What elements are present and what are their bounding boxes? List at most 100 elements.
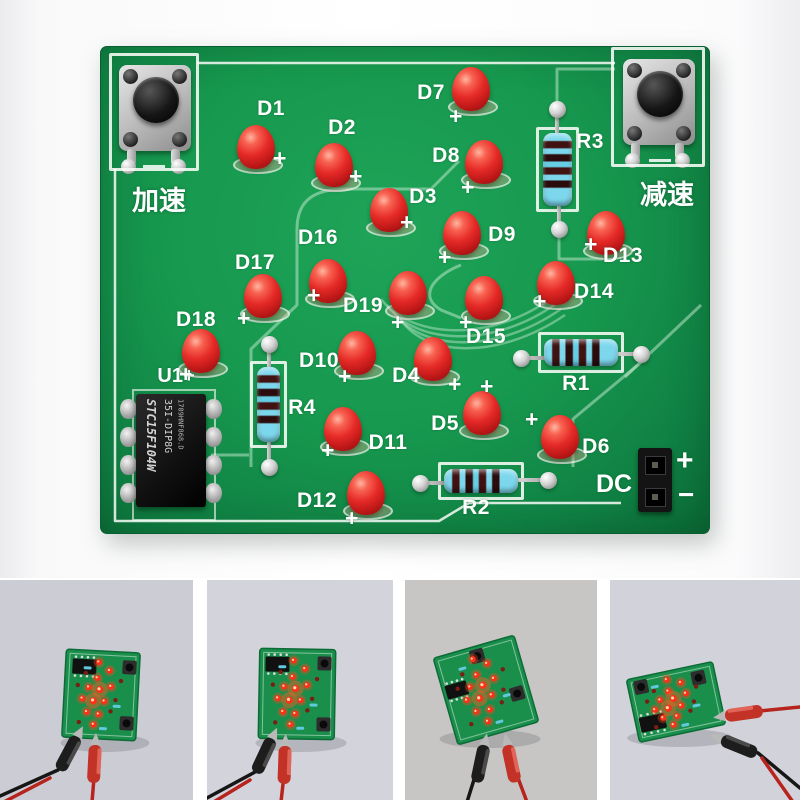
button-label-decelerate: 减速 <box>640 180 694 211</box>
mini-ic-pin <box>450 680 454 684</box>
mini-led-hotspot <box>291 658 295 661</box>
led-polarity-plus-D5: + <box>480 373 494 399</box>
mini-led-hotspot <box>474 709 477 713</box>
push-button-accelerate: 加速 <box>109 53 199 217</box>
mini-ic-pin <box>79 674 83 678</box>
clip-jaw <box>710 734 724 745</box>
mini-ic-pin <box>646 712 649 716</box>
clip-jaw <box>266 727 278 741</box>
mini-ic-pin <box>656 730 660 733</box>
mini-led-off <box>688 708 693 713</box>
mini-resistor <box>458 666 467 671</box>
resistor-lead <box>521 356 545 360</box>
mini-ic-pin <box>643 732 647 736</box>
dc-plus-mark: + <box>676 444 694 477</box>
mini-led-hotspot <box>281 709 284 713</box>
ic-pin <box>120 483 137 503</box>
clip-boot <box>55 735 81 772</box>
solder-ball <box>540 472 557 489</box>
resistor-label-R1: R1 <box>562 372 590 395</box>
led-polarity-plus-D7: + <box>449 103 463 129</box>
button-corner-pin-icon <box>627 126 642 141</box>
button-leg <box>675 143 684 159</box>
led-polarity-plus-D18: + <box>179 361 193 387</box>
clip-highlight <box>725 735 751 748</box>
ic-part-number: STC15F104W <box>144 399 158 472</box>
led-label-D6: D6 <box>582 435 610 458</box>
mini-resistor <box>278 665 287 669</box>
mini-silkscreen <box>261 651 333 737</box>
ic-pin <box>205 455 222 475</box>
mini-led-hotspot <box>102 699 105 702</box>
mini-led-off <box>499 700 504 705</box>
mini-led-hotspot <box>282 684 285 687</box>
mini-resistor <box>502 693 511 698</box>
mini-led-off <box>691 699 697 704</box>
pcb-trace <box>428 263 462 320</box>
mini-led-off <box>278 669 283 675</box>
mini-ic-pin <box>639 714 643 717</box>
clip-wire <box>756 751 800 790</box>
button-cap <box>133 77 179 123</box>
mini-led-hotspot <box>107 668 111 672</box>
mini-pcb <box>257 647 337 741</box>
led-polarity-plus-D17: + <box>237 305 251 331</box>
resistor-lead <box>267 441 271 469</box>
resistor-body-R1 <box>544 339 618 366</box>
mini-ic-pin <box>74 655 78 658</box>
mini-resistor <box>112 704 121 709</box>
mini-led-off <box>653 724 659 730</box>
button-corner-pin-icon <box>676 126 691 141</box>
thumbnail-photo-4 <box>610 580 800 800</box>
solder-ball <box>261 459 278 476</box>
mini-ic <box>638 712 667 733</box>
mini-led-hotspot <box>293 686 297 690</box>
mini-ic-pin <box>273 672 276 675</box>
mini-led-off <box>273 720 278 725</box>
mini-ic-pin <box>455 698 459 701</box>
product-photo: 加速 减速 U1+ <box>0 0 800 578</box>
led-D9 <box>443 211 481 255</box>
thumbnail-scene <box>433 635 541 800</box>
mini-led-hotspot <box>80 696 83 699</box>
led-D10 <box>338 331 376 375</box>
led-D6 <box>541 415 579 459</box>
mini-led-off <box>500 667 505 672</box>
resistor-label-R2: R2 <box>462 496 490 519</box>
led-polarity-plus-D3: + <box>400 209 414 235</box>
led-label-D18: D18 <box>175 308 217 331</box>
led-D1 <box>237 125 275 169</box>
led-D12 <box>347 471 385 515</box>
led-D11 <box>324 407 362 451</box>
mini-ic-pin <box>455 679 459 682</box>
resistor-lead <box>267 344 271 368</box>
led-polarity-plus-D4: + <box>448 371 462 397</box>
mini-led-hotspot <box>96 712 99 715</box>
button-corner-pin-icon <box>123 69 138 84</box>
solder-ball <box>513 350 530 367</box>
clip-highlight <box>481 748 490 775</box>
mini-led-hotspot <box>671 723 674 726</box>
mini-led-hotspot <box>298 698 302 701</box>
led-polarity-plus-D8: + <box>461 174 475 200</box>
mini-led-hotspot <box>91 722 94 725</box>
led-D8 <box>465 140 503 184</box>
resistor-lead <box>555 109 559 134</box>
mini-led-off <box>460 672 465 677</box>
mini-ic-pin <box>279 653 282 657</box>
mini-led-hotspot <box>480 683 484 687</box>
mini-resistor <box>495 719 504 724</box>
mini-resistor <box>692 703 701 708</box>
clip-highlight <box>510 747 520 773</box>
mini-led-hotspot <box>658 698 661 701</box>
clip-highlight <box>286 749 292 776</box>
mini-ic-pin <box>460 677 464 681</box>
mini-ic-pin <box>460 696 464 700</box>
thumbnail-photo-1 <box>0 580 193 800</box>
resistor-lead <box>420 481 445 485</box>
mini-ic-pin <box>659 710 662 713</box>
led-label-D14: D14 <box>573 280 615 303</box>
mini-resistor <box>83 666 92 670</box>
mini-button-cap <box>637 682 646 691</box>
